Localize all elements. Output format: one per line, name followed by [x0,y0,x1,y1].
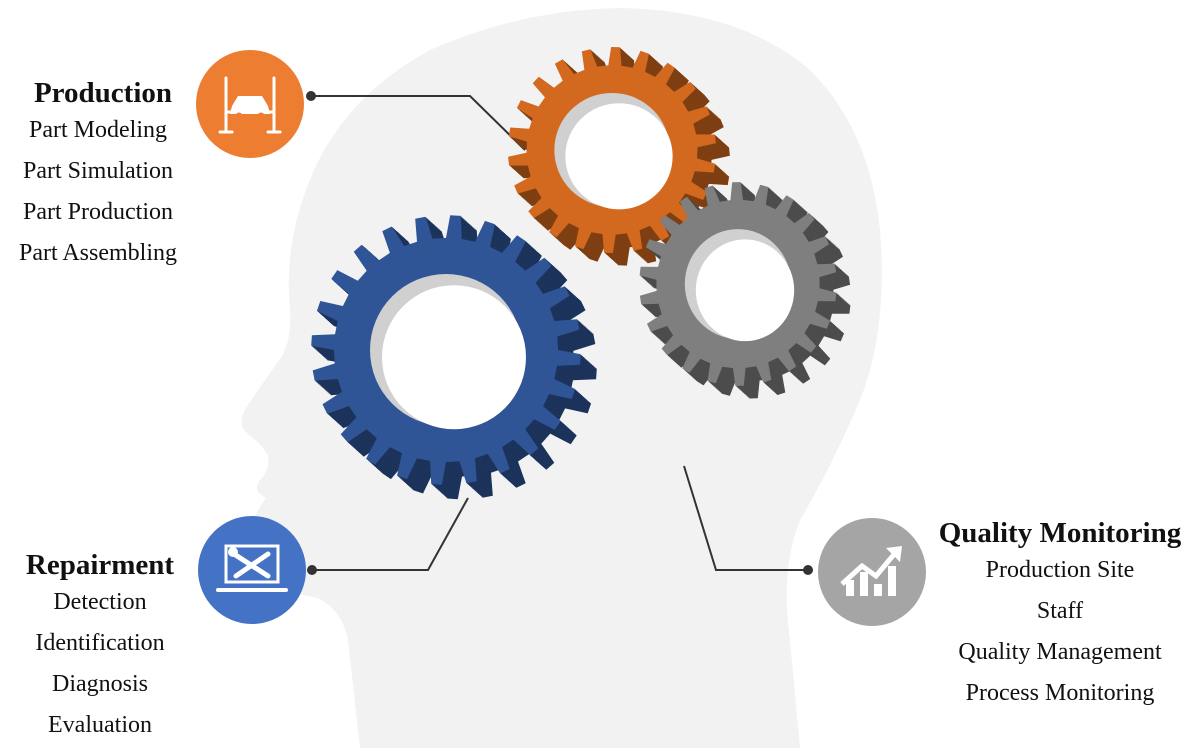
repairment-connector-dot [307,565,317,575]
production-item: Part Simulation [23,158,173,184]
production-icon-badge [196,50,304,158]
production-item: Part Modeling [29,117,167,143]
production-item: Part Assembling [18,240,177,266]
repairment-icon-badge [198,516,306,624]
growth-chart-icon [840,546,902,596]
repairment-group: Repairment Detection Identification Diag… [10,548,190,746]
repairment-item: Identification [35,630,165,656]
quality-item: Process Monitoring [965,680,1155,706]
production-item: Part Production [23,199,173,225]
quality-icon-badge [818,518,926,626]
gray-gear [639,182,851,399]
gear-hole-inner [565,103,673,210]
quality-group: Quality Monitoring Production Site Staff… [922,516,1198,714]
production-connector-dot [306,91,316,101]
repairment-item: Diagnosis [52,671,148,697]
quality-connector-dot [803,565,813,575]
gear-hole-inner [382,285,526,430]
car-lift-icon [218,76,282,134]
repairment-item: Detection [53,589,147,615]
repairment-item: Evaluation [48,712,152,738]
gear-hole-inner [695,239,795,342]
repairment-connector [312,497,469,571]
production-connector [311,95,526,151]
quality-item: Quality Management [958,639,1162,665]
repairment-title: Repairment [25,549,175,581]
connector-lines [311,95,808,571]
quality-item: Staff [1036,598,1084,624]
laptop-tools-icon [216,544,288,592]
orange-gear [508,47,730,266]
production-group: Production Part Modeling Part Simulation… [0,76,196,274]
quality-connector [683,465,808,571]
quality-item: Production Site [985,557,1135,583]
production-title: Production [33,77,173,109]
quality-title: Quality Monitoring [938,517,1182,549]
blue-gear [311,215,597,500]
